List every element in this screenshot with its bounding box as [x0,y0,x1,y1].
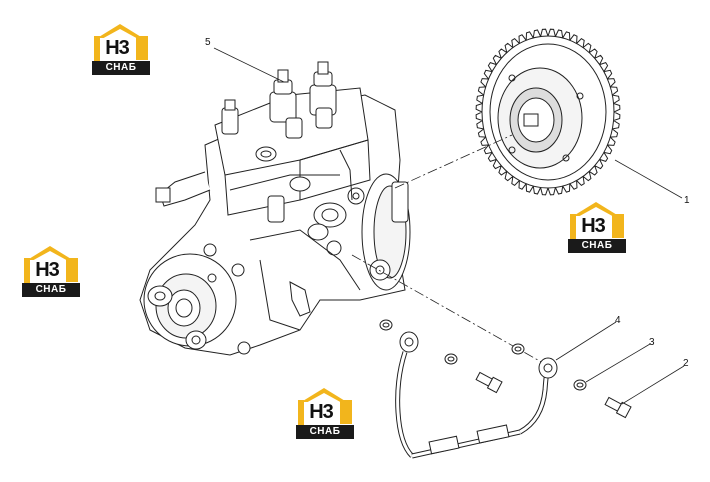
gear-part [475,28,621,196]
callout-2: 2 [683,358,689,369]
logo-mark: H3 [105,37,130,59]
banjo-bolts [475,371,632,419]
logo-wordmark: CHAБ [309,426,341,437]
axis-lines [351,134,553,369]
logo-wordmark: CHAБ [35,284,67,295]
brand-logo: H3 CHAБ [90,22,154,78]
callout-4: 4 [615,315,621,326]
callout-3: 3 [649,337,655,348]
brand-logo: H3 CHAБ [20,244,84,300]
callout-1: 1 [684,195,690,206]
logo-mark: H3 [309,401,334,423]
brand-logo: H3 CHAБ [566,200,630,256]
fuel-pipe [395,331,558,459]
washers [379,319,587,391]
leader-lines [213,47,685,405]
logo-mark: H3 [581,215,606,237]
logo-mark: H3 [35,259,60,281]
logo-wordmark: CHAБ [105,62,137,73]
pump-body [139,61,411,356]
callout-5: 5 [205,37,211,48]
brand-logo: H3 CHAБ [294,386,358,442]
logo-wordmark: CHAБ [581,240,613,251]
